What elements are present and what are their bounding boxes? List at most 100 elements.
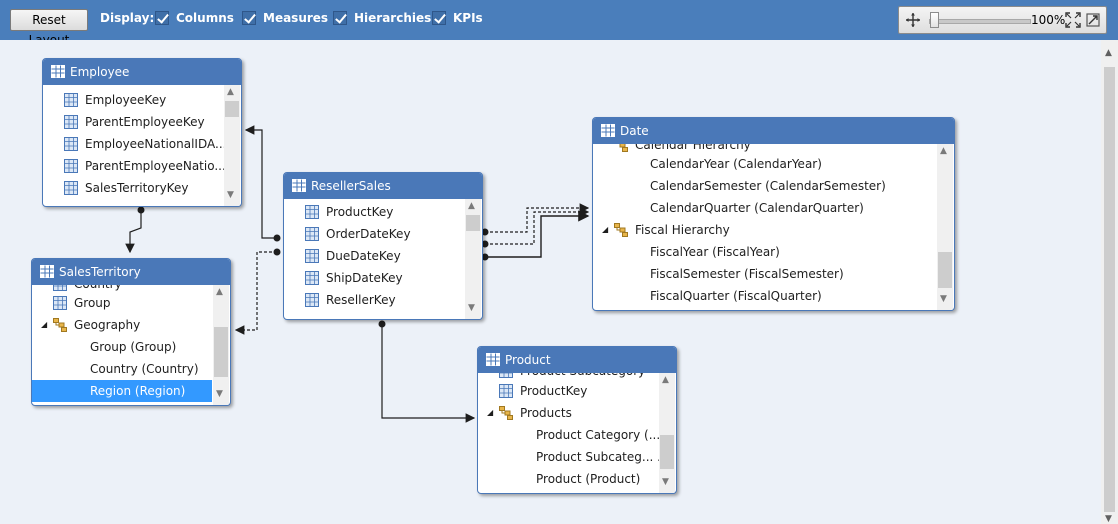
scroll-up-icon[interactable]: ▲ <box>216 287 223 297</box>
expand-triangle-icon[interactable]: ◢ <box>602 225 609 234</box>
table-scroll-thumb[interactable] <box>938 252 952 288</box>
table-scroll-thumb[interactable] <box>660 435 674 469</box>
table-header[interactable]: Product <box>478 347 676 373</box>
hierarchy-row[interactable]: ◢ Fiscal Hierarchy <box>593 219 937 241</box>
column-row[interactable]: ProductKey <box>284 201 464 223</box>
expand-triangle-icon[interactable]: ◢ <box>487 408 494 417</box>
scroll-down-icon[interactable]: ▼ <box>1105 514 1112 524</box>
scroll-down-icon[interactable]: ▼ <box>940 294 947 304</box>
level-row[interactable]: Country (Country) <box>32 358 212 380</box>
hierarchy-row[interactable]: ◢ Geography <box>32 314 212 336</box>
column-icon <box>305 227 319 241</box>
hierarchy-icon <box>53 318 67 332</box>
column-row[interactable]: Group <box>32 292 212 314</box>
zoom-slider-track[interactable] <box>929 19 1031 24</box>
table-icon <box>486 353 500 366</box>
table-scroll-thumb[interactable] <box>214 327 228 377</box>
table-scroll-thumb[interactable] <box>466 215 480 231</box>
expand-triangle-icon[interactable]: ◢ <box>41 320 48 329</box>
scroll-up-icon[interactable]: ▲ <box>468 201 475 211</box>
column-label: OrderDateKey <box>326 227 411 241</box>
scroll-up-icon[interactable]: ▲ <box>662 375 669 385</box>
level-label: Product (Product) <box>536 472 641 486</box>
relationship-resellersales-date[interactable] <box>481 203 590 261</box>
scroll-up-icon[interactable]: ▲ <box>940 146 947 156</box>
level-row[interactable]: FiscalYear (FiscalYear) <box>593 241 937 263</box>
column-icon <box>305 271 319 285</box>
reset-layout-button[interactable]: Reset Layout <box>10 9 88 47</box>
table-resellersales[interactable]: ResellerSales ProductKey OrderDateKey Du… <box>283 172 483 320</box>
display-label: Display: <box>100 11 155 25</box>
table-scroll-thumb[interactable] <box>225 101 239 117</box>
level-row[interactable]: CalendarQuarter (CalendarQuarter) <box>593 197 937 219</box>
table-header[interactable]: SalesTerritory <box>32 259 230 285</box>
level-row[interactable]: CalendarSemester (CalendarSemester) <box>593 175 937 197</box>
canvas-vertical-scrollbar[interactable]: ▲ ▼ <box>1101 40 1118 524</box>
hierarchy-row[interactable]: ◢ Products <box>478 402 658 424</box>
checkmark-icon <box>242 11 256 25</box>
relationship-employee-salesterritory[interactable] <box>125 206 145 254</box>
column-icon <box>64 181 78 195</box>
hierarchy-label: Fiscal Hierarchy <box>635 223 730 237</box>
checkmark-icon <box>432 11 446 25</box>
relationship-resellersales-salesterritory[interactable] <box>234 248 281 335</box>
table-header[interactable]: Date <box>593 118 954 144</box>
scroll-up-icon[interactable]: ▲ <box>1105 48 1112 58</box>
relationship-resellersales-employee[interactable] <box>244 125 281 242</box>
column-row[interactable]: ShipDateKey <box>284 267 464 289</box>
table-product[interactable]: Product Subcategory Product ProductKey ◢… <box>477 346 677 494</box>
table-icon <box>51 65 65 78</box>
fit-to-window-icon[interactable] <box>1065 12 1081 28</box>
table-salesterritory[interactable]: Country SalesTerritory Group ◢ Geography… <box>31 258 231 406</box>
level-label: Group (Group) <box>90 340 177 354</box>
table-scrollbar[interactable]: ▲ ▼ <box>224 85 240 206</box>
level-row[interactable]: FiscalSemester (FiscalSemester) <box>593 263 937 285</box>
level-row[interactable]: Group (Group) <box>32 336 212 358</box>
level-row[interactable]: Product Subcateg... .. <box>478 446 665 468</box>
column-row[interactable]: ProductKey <box>478 380 658 402</box>
zoom-slider-thumb[interactable] <box>930 12 939 28</box>
scroll-down-icon[interactable]: ▼ <box>662 477 669 487</box>
hierarchy-icon <box>499 406 513 420</box>
column-label: ShipDateKey <box>326 271 403 285</box>
table-scrollbar[interactable]: ▲ ▼ <box>937 144 953 310</box>
move-icon[interactable] <box>905 12 921 28</box>
column-row[interactable]: EmployeeKey <box>43 89 223 111</box>
column-row[interactable]: OrderDateKey <box>284 223 464 245</box>
level-row[interactable]: FiscalQuarter (FiscalQuarter) <box>593 285 937 307</box>
level-row[interactable]: Product Category (... <box>478 424 660 446</box>
level-label: FiscalQuarter (FiscalQuarter) <box>650 289 822 303</box>
table-scrollbar[interactable]: ▲ ▼ <box>465 199 481 319</box>
zoom-percentage: 100% <box>1031 13 1066 27</box>
zoom-control: 100% <box>898 6 1107 34</box>
table-scrollbar[interactable]: ▲ ▼ <box>213 285 229 405</box>
table-employee[interactable]: Employee EmployeeKey ParentEmployeeKey E… <box>42 58 242 207</box>
column-icon <box>305 205 319 219</box>
level-label: FiscalSemester (FiscalSemester) <box>650 267 844 281</box>
column-row[interactable]: EmployeeNationalIDA... <box>43 133 226 155</box>
level-row[interactable]: CalendarYear (CalendarYear) <box>593 153 937 175</box>
column-row[interactable]: ResellerKey <box>284 289 464 311</box>
column-row[interactable]: ParentEmployeeNatio... <box>43 155 226 177</box>
hierarchy-label: Geography <box>74 318 141 332</box>
table-header[interactable]: Employee <box>43 59 241 85</box>
table-date[interactable]: Calendar Hierarchy Date CalendarYear (Ca… <box>592 117 955 311</box>
column-row[interactable]: SalesTerritoryKey <box>43 177 223 199</box>
measures-label: Measures <box>263 11 329 25</box>
scroll-down-icon[interactable]: ▼ <box>468 303 475 313</box>
column-row[interactable]: ParentEmployeeKey <box>43 111 223 133</box>
column-label: ParentEmployeeKey <box>85 115 205 129</box>
column-row[interactable]: DueDateKey <box>284 245 464 267</box>
level-row-selected[interactable]: Region (Region) <box>32 380 212 402</box>
scroll-up-icon[interactable]: ▲ <box>227 87 234 97</box>
relationship-resellersales-product[interactable] <box>378 320 476 423</box>
table-icon <box>601 124 615 137</box>
columns-label: Columns <box>176 11 234 25</box>
level-row[interactable]: Product (Product) <box>478 468 658 490</box>
table-scrollbar[interactable]: ▲ ▼ <box>659 373 675 493</box>
original-size-icon[interactable] <box>1085 12 1101 28</box>
canvas-scroll-thumb[interactable] <box>1104 67 1115 512</box>
table-header[interactable]: ResellerSales <box>284 173 482 199</box>
scroll-down-icon[interactable]: ▼ <box>227 190 234 200</box>
scroll-down-icon[interactable]: ▼ <box>216 389 223 399</box>
